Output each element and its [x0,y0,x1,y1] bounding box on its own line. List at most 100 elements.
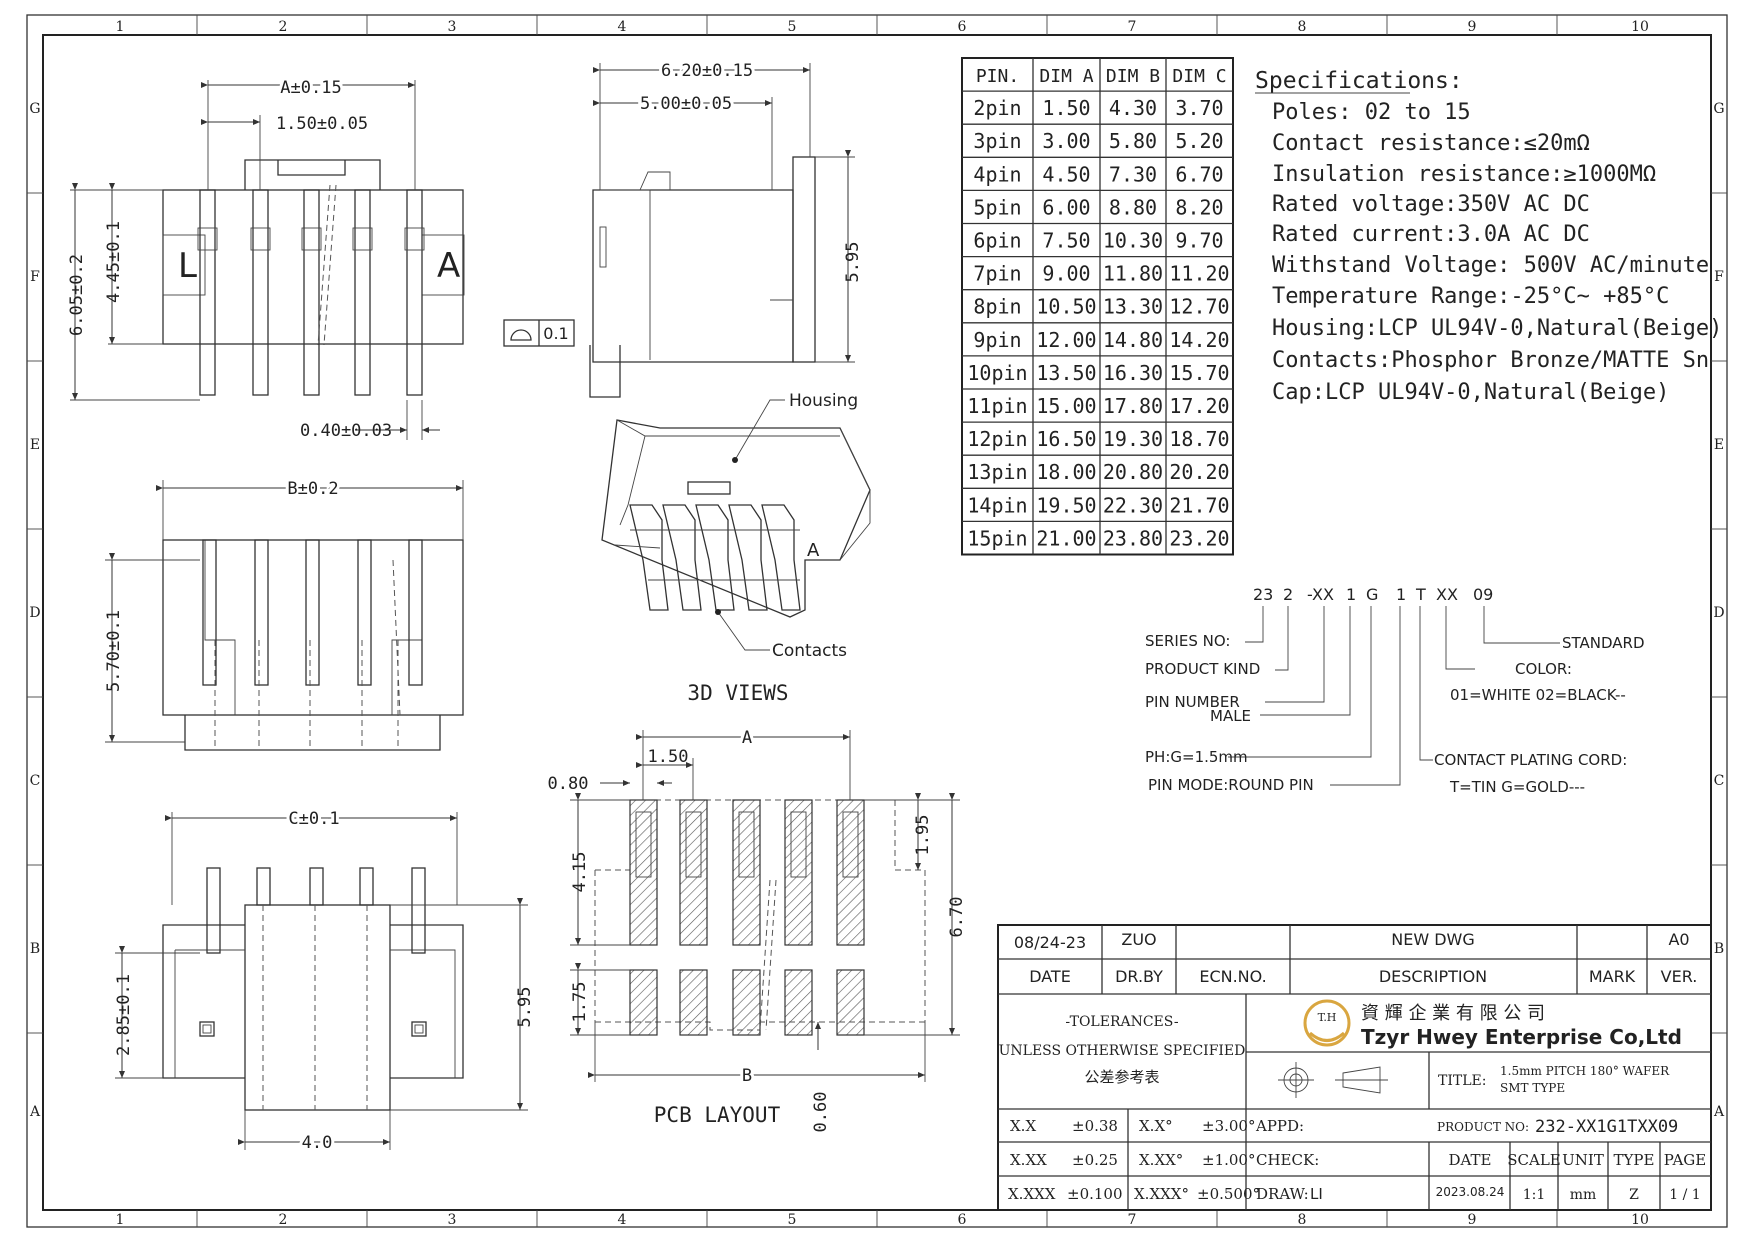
specifications: Specifications: Poles: 02 to 15 Contact … [1255,68,1722,405]
row-label-right: A [1713,1104,1725,1120]
projection-symbol-icon [1278,1062,1388,1098]
row-label-right: C [1714,773,1725,789]
pcb-layout: A A 1.50 0.80 4.15 1.95 6.70 1.75 B B 0.… [548,725,967,1132]
3d-views-caption: 3D VIEWS [687,681,788,705]
col-label-bottom: 3 [448,1212,457,1228]
col-label-top: 1 [116,19,125,35]
table-cell: 8pin [973,295,1021,319]
bottom-view: C±0.1 C±0.1 5.95 2.85±0.1 4.0 4.0 [114,806,535,1156]
row-label-right: E [1714,437,1724,453]
drawing-frame: 1 2 3 4 5 6 7 8 9 10 1 2 3 4 5 6 7 8 9 1… [26,14,1728,1228]
spec-line: Cap:LCP UL94V-0,Natural(Beige) [1272,380,1669,405]
code-seg-kind: 2 [1283,585,1293,604]
company-name-en: Tzyr Hwey Enterprise Co,Ltd [1361,1025,1682,1049]
row-label-left: E [30,437,40,453]
header-drby: DR.BY [1115,967,1163,986]
table-cell: 13.30 [1103,295,1163,319]
svg-text:B: B [742,1066,752,1086]
table-cell: 15pin [967,526,1027,550]
header-ecn: ECN.NO. [1199,967,1266,986]
row-label-left: F [30,269,40,285]
tol-row-3-a: X.XXX [1008,1185,1056,1203]
col-label-top: 3 [448,19,457,35]
dim-lead-label: 2.85±0.1 [114,974,134,1056]
table-header-cell: DIM C [1172,66,1226,87]
table-cell: 21.00 [1036,526,1096,550]
table-cell: 14pin [967,493,1027,517]
drawing-unit: mm [1570,1187,1597,1203]
pcb-dim-b: B [742,1066,752,1086]
code-seg-pitch: G [1366,585,1378,604]
col-label-bottom: 10 [1631,1212,1649,1228]
table-cell: 23.20 [1169,526,1229,550]
col-label-top: 4 [618,19,627,35]
table-cell: 7pin [973,262,1021,286]
spec-line: Housing:LCP UL94V-0,Natural(Beige) [1272,316,1722,341]
dim-height-label: 6.05±0.2 [67,254,87,336]
table-cell: 19.50 [1036,493,1096,517]
pcb-dim-pad: 0.80 [548,774,589,794]
spec-line: Rated voltage:350V AC DC [1272,192,1590,217]
col-label-bottom: 1 [116,1212,125,1228]
tol-row-2-b: ±0.25 [1072,1151,1118,1169]
dim-a-label: A±0.15 [280,78,341,98]
col-label-top: 7 [1128,19,1137,35]
header-mark: MARK [1589,967,1636,986]
table-header-cell: DIM B [1106,66,1160,87]
header-unit: UNIT [1562,1151,1604,1169]
row-label-right: F [1714,269,1724,285]
contacts-label: Contacts [772,641,847,661]
table-cell: 10.50 [1036,295,1096,319]
svg-text:A±0.15: A±0.15 [280,78,341,98]
table-cell: 3.00 [1042,129,1090,153]
pcb-dim-175: 1.75 [570,982,590,1023]
table-cell: 11.20 [1169,262,1229,286]
table-cell: 18.00 [1036,460,1096,484]
table-cell: 5.20 [1175,129,1223,153]
title-line-2: SMT TYPE [1500,1081,1565,1095]
table-cell: 1.50 [1042,96,1090,120]
col-label-top: 5 [788,19,797,35]
table-cell: 11.80 [1103,262,1163,286]
svg-text:4.0: 4.0 [302,1133,333,1153]
table-cell: 12.00 [1036,328,1096,352]
col-label-top: 6 [958,19,967,35]
col-label-bottom: 4 [618,1212,627,1228]
pcb-dim-a: A [742,728,752,748]
dim-side-height-label: 5.95 [843,242,863,283]
company-logo: T.H [1303,999,1351,1047]
3d-view: A Housing Contacts 3D VIEWS [601,391,871,705]
col-label-bottom: 7 [1128,1212,1137,1228]
tol-row-1-b: ±0.38 [1072,1117,1118,1135]
table-cell: 12.70 [1169,295,1229,319]
table-cell: 17.20 [1169,394,1229,418]
table-header-cell: DIM A [1039,66,1093,87]
code-seg-series: 23 [1253,585,1273,604]
spec-line: Contacts:Phosphor Bronze/MATTE Sn [1272,348,1709,373]
logo-text: T.H [1318,1011,1337,1024]
appd-label: APPD: [1255,1117,1304,1135]
header-date: DATE [1029,967,1071,986]
code-male-label: MALE [1210,707,1251,725]
svg-text:6.20±0.15: 6.20±0.15 [661,61,753,81]
tolerance-subtitle: UNLESS OTHERWISE SPECIFIED [999,1043,1246,1059]
row-label-left: D [29,605,40,621]
spec-line: Insulation resistance:≥1000MΩ [1272,162,1656,187]
pcb-dim-195: 1.95 [913,815,933,856]
table-cell: 22.30 [1103,493,1163,517]
code-color-label: COLOR: [1515,660,1572,678]
drawn-by: LI [1310,1185,1323,1203]
table-header-cell: PIN. [976,66,1019,87]
code-color-options: 01=WHITE 02=BLACK-- [1450,686,1626,704]
table-cell: 9.00 [1042,262,1090,286]
code-pin-mode-label: PIN MODE:ROUND PIN [1148,776,1314,794]
table-cell: 10pin [967,361,1027,385]
header-scale: SCALE [1507,1151,1561,1169]
drawing-page: 1 / 1 [1669,1187,1700,1203]
code-series-label: SERIES NO: [1145,632,1230,650]
table-cell: 3.70 [1175,96,1223,120]
svg-text:5.00±0.05: 5.00±0.05 [640,94,732,114]
table-cell: 23.80 [1103,526,1163,550]
row-label-right: B [1714,941,1724,957]
